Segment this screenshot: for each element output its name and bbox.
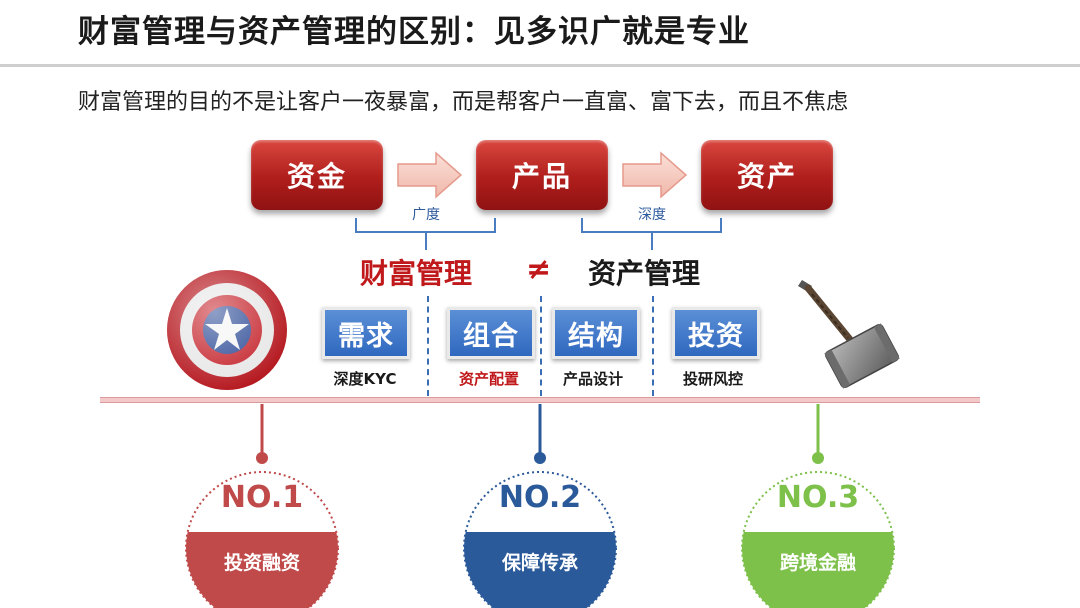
ranking-number-1: NO.1 bbox=[220, 480, 304, 515]
ranking-circle-3 bbox=[741, 471, 895, 608]
dashed-divider bbox=[540, 296, 542, 396]
comparison-right: 资产管理 bbox=[588, 257, 701, 290]
bracket-label-breadth: 广度 bbox=[412, 207, 440, 223]
dashed-divider bbox=[652, 296, 654, 396]
term-portfolio: 组合 bbox=[447, 307, 535, 359]
flow-arrow-right-icon bbox=[622, 151, 688, 199]
ranking-circle-2 bbox=[463, 471, 617, 608]
term-sub-kyc: 深度KYC bbox=[333, 370, 397, 388]
flow-box-assets: 资产 bbox=[701, 140, 833, 210]
term-demand: 需求 bbox=[322, 307, 410, 359]
bracket-label-depth: 深度 bbox=[638, 207, 666, 223]
not-equal-symbol: ≠ bbox=[526, 252, 552, 287]
term-sub-allocation: 资产配置 bbox=[458, 370, 519, 388]
term-structure: 结构 bbox=[552, 307, 640, 359]
page-title: 财富管理与资产管理的区别：见多识广就是专业 bbox=[78, 14, 750, 50]
ranking-label-2: 保障传承 bbox=[501, 552, 578, 574]
flow-box-products: 产品 bbox=[476, 140, 608, 210]
term-sub-product-design: 产品设计 bbox=[562, 370, 623, 388]
flow-brackets bbox=[355, 218, 722, 250]
term-sub-risk-control: 投研风控 bbox=[682, 370, 743, 388]
comparison-left: 财富管理 bbox=[360, 257, 473, 290]
page-subtitle: 财富管理的目的不是让客户一夜暴富，而是帮客户一直富、富下去，而且不焦虑 bbox=[78, 90, 849, 115]
ranking-circle-1 bbox=[185, 471, 339, 608]
title-divider bbox=[0, 64, 1080, 67]
shield-icon bbox=[167, 270, 287, 390]
ranking-connectors bbox=[256, 404, 824, 464]
ranking-label-1: 投资融资 bbox=[223, 552, 300, 574]
timeline-bar bbox=[100, 397, 980, 403]
term-investment: 投资 bbox=[672, 307, 760, 359]
ranking-label-3: 跨境金融 bbox=[779, 552, 856, 574]
ranking-number-3: NO.3 bbox=[776, 480, 860, 515]
flow-arrow-right-icon bbox=[397, 151, 463, 199]
ranking-number-2: NO.2 bbox=[498, 480, 582, 515]
flow-box-funds: 资金 bbox=[251, 140, 383, 210]
hammer-icon bbox=[798, 280, 900, 389]
dashed-divider bbox=[427, 296, 429, 396]
